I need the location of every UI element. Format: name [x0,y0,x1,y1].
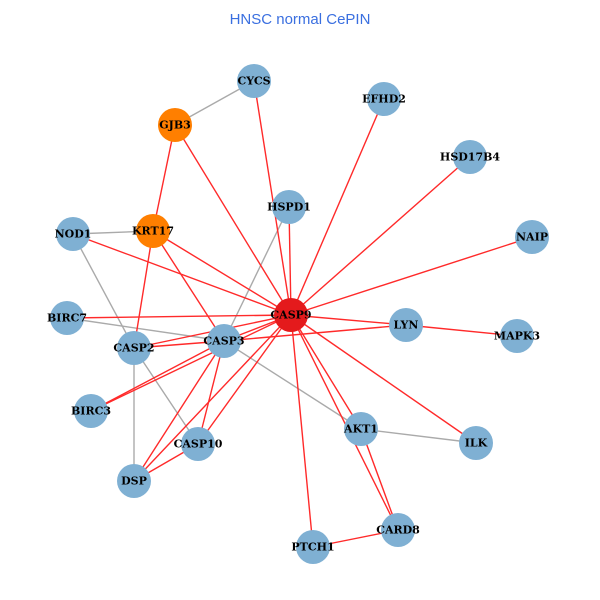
edge-GJB3-KRT17 [152,124,176,232]
node-CASP10[interactable]: CASP10 [174,427,223,461]
node-ILK[interactable]: ILK [459,426,493,460]
edge-AKT1-ILK [360,428,477,444]
edge-NOD1-CASP2 [72,233,135,349]
node-circle [56,217,90,251]
node-label: ILK [465,437,488,450]
edge-LYN-MAPK3 [405,324,518,337]
node-label: DSP [121,475,147,488]
node-label: EFHD2 [362,93,406,106]
node-BIRC3[interactable]: BIRC3 [71,394,111,428]
node-AKT1[interactable]: AKT1 [343,412,378,446]
edge-CASP2-CASP10 [133,347,199,445]
node-LYN[interactable]: LYN [389,308,423,342]
node-label: CASP9 [270,309,311,322]
node-label: CASP3 [203,335,244,348]
edge-GJB3-CASP9 [174,124,292,316]
node-label: NOD1 [55,228,92,241]
node-DSP[interactable]: DSP [117,464,151,498]
edge-NOD1-CASP9 [72,233,292,316]
node-circle [453,140,487,174]
node-MAPK3[interactable]: MAPK3 [494,319,540,353]
node-circle [515,220,549,254]
node-BIRC7[interactable]: BIRC7 [47,301,87,335]
node-circle [237,64,271,98]
node-label: HSD17B4 [440,151,500,164]
node-circle [500,319,534,353]
edge-CASP9-BIRC3 [90,314,292,412]
edge-NAIP-CASP9 [290,236,533,316]
edge-KRT17-CASP2 [133,230,154,349]
node-circle [181,427,215,461]
edge-CASP3-CASP10 [197,340,225,445]
node-circle [381,513,415,547]
edge-KRT17-CASP3 [152,230,225,342]
edge-CASP9-CASP10 [197,314,292,445]
node-label: LYN [394,319,419,332]
figure-title: HNSC normal CePIN [229,11,371,28]
node-HSD17B4[interactable]: HSD17B4 [440,140,500,174]
node-circle [74,394,108,428]
node-EFHD2[interactable]: EFHD2 [362,82,406,116]
node-label: PTCH1 [291,541,334,554]
node-circle [117,464,151,498]
node-circle [117,331,151,365]
edge-HSPD1-CASP9 [288,206,292,316]
node-label: CARD8 [376,524,420,537]
edge-CASP9-ILK [290,314,477,444]
edge-CASP3-BIRC3 [90,340,225,412]
node-circle [136,214,170,248]
edge-EFHD2-CASP9 [290,98,385,316]
edge-AKT1-CARD8 [360,428,399,531]
node-label: AKT1 [343,423,378,436]
edge-CASP9-AKT1 [290,314,362,430]
edge-HSD17B4-CASP9 [290,156,471,316]
node-CARD8[interactable]: CARD8 [376,513,420,547]
edge-CASP3-AKT1 [223,340,362,430]
node-label: BIRC3 [71,405,111,418]
node-circle [367,82,401,116]
node-NAIP[interactable]: NAIP [515,220,549,254]
node-label: CASP10 [174,438,223,451]
node-CASP9[interactable]: CASP9 [270,298,312,332]
node-label: GJB3 [159,119,191,132]
node-PTCH1[interactable]: PTCH1 [291,530,335,564]
edge-CASP9-PTCH1 [290,314,314,548]
edge-CASP9-DSP [133,314,292,482]
node-label: HSPD1 [267,201,311,214]
node-CASP3[interactable]: CASP3 [203,324,245,358]
node-CYCS[interactable]: CYCS [237,64,271,98]
edge-CASP9-CARD8 [290,314,399,531]
node-NOD1[interactable]: NOD1 [55,217,92,251]
node-circle [389,308,423,342]
node-GJB3[interactable]: GJB3 [158,108,192,142]
node-circle [272,190,306,224]
node-CASP2[interactable]: CASP2 [113,331,155,365]
node-circle [50,301,84,335]
node-label: BIRC7 [47,312,87,325]
edge-BIRC7-CASP3 [66,317,225,342]
node-circle [207,324,241,358]
edge-HSPD1-CASP3 [223,206,290,342]
node-circle [274,298,308,332]
edge-CASP9-LYN [290,314,407,326]
edge-CASP3-DSP [133,340,225,482]
edge-CASP3-LYN [223,324,407,342]
node-KRT17[interactable]: KRT17 [132,214,174,248]
node-circle [296,530,330,564]
edge-CYCS-CASP9 [253,80,292,316]
node-label: CYCS [237,75,270,88]
node-label: CASP2 [113,342,154,355]
node-label: KRT17 [132,225,174,238]
node-HSPD1[interactable]: HSPD1 [267,190,311,224]
edge-KRT17-CASP9 [152,230,292,316]
edge-BIRC7-CASP9 [66,314,292,319]
node-label: NAIP [516,231,548,244]
node-circle [459,426,493,460]
node-circle [158,108,192,142]
node-circle [344,412,378,446]
node-label: MAPK3 [494,330,540,343]
